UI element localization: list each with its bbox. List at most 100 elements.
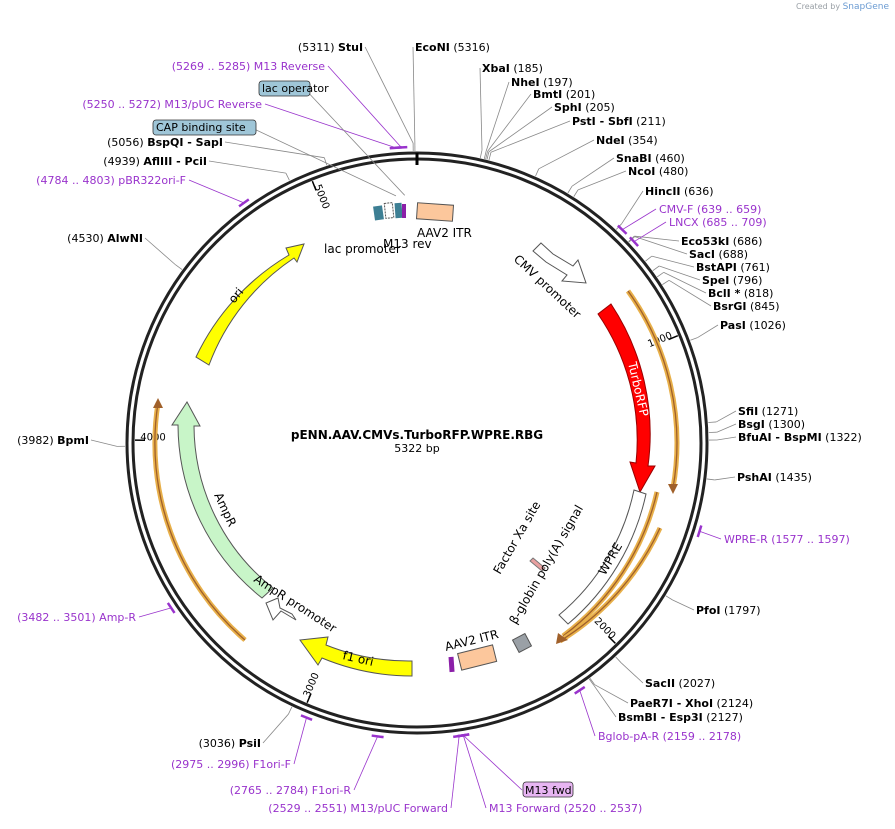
- orange-arc-wpre-core: [562, 491, 658, 637]
- enzyme-label: (3982) BpmI: [17, 434, 89, 447]
- enzyme-tick: [483, 150, 487, 159]
- enzyme-tick: [665, 595, 673, 601]
- enzyme-label: (5056) BspQI - SapI: [107, 136, 223, 149]
- enzyme-label: (4530) AlwNI: [67, 232, 143, 245]
- lac-promoter-box: [373, 205, 384, 221]
- enzyme-position: (818): [740, 287, 773, 300]
- enzyme-name: BsmBI - Esp3I: [618, 711, 703, 724]
- primer-label: (2765 .. 2784) F1ori-R: [230, 784, 352, 797]
- enzyme-label: PasI (1026): [720, 319, 786, 332]
- tick-mark: [668, 335, 679, 341]
- enzyme-tick: [486, 151, 490, 160]
- aav2-itr-top-box: [415, 202, 455, 222]
- polya-box: [511, 632, 533, 654]
- enzyme-label: XbaI (185): [482, 62, 543, 75]
- enzyme-label: PaeR7I - XhoI (2124): [630, 697, 753, 710]
- enzyme-label: BsmBI - Esp3I (2127): [618, 711, 743, 724]
- enzyme-leader: [668, 279, 712, 307]
- enzyme-leader: [593, 685, 617, 718]
- enzyme-position: (3982): [17, 434, 57, 447]
- enzyme-label: PfoI (1797): [696, 604, 761, 617]
- enzyme-tick: [535, 168, 540, 177]
- enzyme-position: (480): [655, 165, 688, 178]
- m13-rev-box: [402, 204, 406, 218]
- enzyme-position: (796): [729, 274, 762, 287]
- enzyme-position: (1322): [822, 431, 862, 444]
- tick-label: 5000: [312, 183, 332, 211]
- orange-arc-left-core: [154, 402, 246, 641]
- enzyme-label: SpeI (796): [702, 274, 762, 287]
- enzyme-tick: [488, 152, 492, 161]
- plasmid-length: 5322 bp: [394, 442, 439, 455]
- primer-leader: [633, 221, 667, 243]
- enzyme-leader: [208, 160, 286, 174]
- enzyme-name: BsrGI: [713, 300, 746, 313]
- site-leader: [249, 126, 397, 197]
- enzyme-position: (688): [715, 248, 748, 261]
- enzyme-leader: [488, 106, 553, 153]
- enzyme-label: BsgI (1300): [738, 418, 805, 431]
- enzyme-name: BmtI: [533, 88, 562, 101]
- enzyme-label: BsrGI (845): [713, 300, 780, 313]
- primer-leader: [462, 735, 487, 809]
- enzyme-name: XbaI: [482, 62, 510, 75]
- enzyme-name: SnaBI: [616, 152, 652, 165]
- enzyme-leader: [716, 423, 737, 433]
- aav2-itr-bottom-box: [456, 644, 498, 671]
- enzyme-label: BfuAI - BspMI (1322): [738, 431, 862, 444]
- tick-mark: [306, 693, 312, 704]
- enzyme-tick: [588, 678, 595, 686]
- credit: Created by SnapGene: [796, 2, 889, 12]
- enzyme-leader: [144, 237, 176, 266]
- orange-arrow-head-1: [668, 484, 678, 494]
- primer-label: (5269 .. 5285) M13 Reverse: [172, 60, 325, 73]
- plasmid-name: pENN.AAV.CMVs.TurboRFP.WPRE.RBG: [291, 428, 543, 442]
- credit-text: Created by: [796, 2, 841, 11]
- enzyme-leader: [714, 476, 736, 481]
- enzyme-name: SpeI: [702, 274, 729, 287]
- enzyme-leader: [262, 713, 289, 744]
- enzyme-name: StuI: [338, 41, 363, 54]
- enzyme-label: SphI (205): [554, 101, 615, 114]
- ori-arrow: [195, 243, 305, 366]
- enzyme-name: BspQI - SapI: [147, 136, 223, 149]
- primer-leader: [293, 717, 307, 765]
- enzyme-position: (2027): [675, 677, 715, 690]
- ampr-arrow: [171, 401, 274, 599]
- enzyme-tick: [662, 279, 670, 285]
- enzyme-position: (211): [633, 115, 666, 128]
- primer-bar: [453, 733, 466, 739]
- enzyme-name: SphI: [554, 101, 582, 114]
- enzyme-position: (460): [652, 152, 685, 165]
- primer-label: (5250 .. 5272) M13/pUC Reverse: [82, 98, 262, 111]
- enzyme-name: EcoNI: [415, 41, 450, 54]
- enzyme-name: PfoI: [696, 604, 721, 617]
- enzyme-position: (5056): [107, 136, 147, 149]
- enzyme-leader: [485, 81, 510, 152]
- enzyme-name: Eco53kI: [681, 235, 729, 248]
- m13-fwd-box: [448, 656, 455, 673]
- enzyme-leader: [577, 170, 627, 191]
- primer-leader: [699, 530, 722, 540]
- enzyme-name: BclI *: [708, 287, 741, 300]
- enzyme-label: NheI (197): [511, 76, 573, 89]
- enzyme-label: SacI (688): [689, 248, 748, 261]
- site-label: lac operator: [262, 82, 329, 95]
- primer-label-box: [522, 781, 574, 798]
- enzyme-position: (201): [562, 88, 595, 101]
- enzyme-leader: [651, 255, 695, 268]
- tick-label: 2000: [592, 616, 618, 642]
- feature-label-f1-ori: f1 ori: [341, 648, 375, 669]
- enzyme-leader: [697, 324, 719, 338]
- enzyme-position: (4939): [103, 155, 143, 168]
- orange-arc-wpre2-core: [559, 527, 661, 642]
- primer-label: (2975 .. 2996) F1ori-F: [171, 758, 291, 771]
- primer-label: Bglob-pA-R (2159 .. 2178): [598, 730, 741, 743]
- enzyme-position: (185): [510, 62, 543, 75]
- enzyme-tick: [615, 656, 622, 664]
- enzyme-label: Eco53kI (686): [681, 235, 762, 248]
- enzyme-leader: [538, 139, 595, 170]
- enzyme-tick: [288, 706, 293, 715]
- site-label-box: [258, 80, 311, 97]
